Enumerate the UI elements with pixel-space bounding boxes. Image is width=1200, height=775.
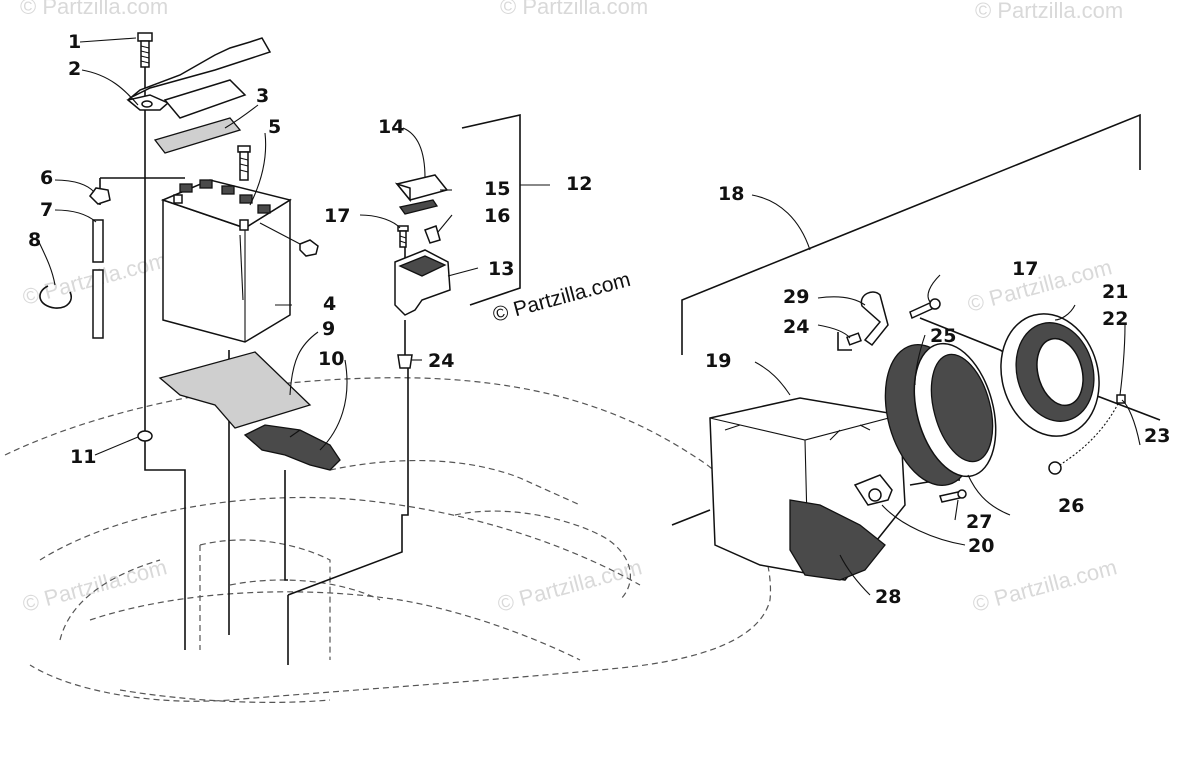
left-assembly-lines (99, 35, 521, 665)
watermark-text: © Partzilla.com (975, 0, 1123, 23)
callout-28: 28 (875, 586, 901, 608)
retaining-chain (1048, 394, 1126, 475)
callout-19: 19 (705, 350, 731, 372)
vent-tube (39, 187, 111, 339)
terminal-boot (243, 424, 341, 471)
callout-4: 4 (323, 293, 336, 315)
callout-6: 6 (40, 167, 53, 189)
bulb-socket (853, 474, 893, 506)
callout-18: 18 (718, 183, 744, 205)
callout-10: 10 (318, 348, 344, 370)
callout-14: 14 (378, 116, 404, 138)
callout-23: 23 (1144, 425, 1170, 447)
callout-8: 8 (28, 229, 41, 251)
callout-21: 21 (1102, 281, 1128, 303)
callout-24a: 24 (783, 316, 809, 338)
callout-5: 5 (268, 116, 281, 138)
callout-1: 1 (68, 31, 81, 53)
grommet (137, 430, 153, 442)
callout-17a: 17 (324, 205, 350, 227)
watermark-text: © Partzilla.com (495, 554, 645, 617)
callout-22: 22 (1102, 308, 1128, 330)
callout-15: 15 (484, 178, 510, 200)
callout-labels: 1 2 3 4 5 6 7 8 9 10 11 12 13 14 15 16 1… (28, 31, 1170, 608)
callout-17b: 17 (1012, 258, 1038, 280)
callout-20: 20 (968, 535, 994, 557)
callout-7: 7 (40, 199, 53, 221)
callout-29: 29 (783, 286, 809, 308)
callout-12: 12 (566, 173, 592, 195)
callout-16: 16 (484, 205, 510, 227)
battery-pad (153, 117, 242, 154)
terminal-bolt (237, 145, 319, 257)
fuse-components (394, 174, 449, 244)
callout-25: 25 (930, 325, 956, 347)
callout-9: 9 (322, 318, 335, 340)
headlamp-reflector (1000, 313, 1100, 437)
callout-2: 2 (68, 58, 81, 80)
headlight-ring (884, 342, 997, 487)
screw (397, 225, 409, 248)
battery (160, 179, 292, 343)
watermark-text: © Partzilla.com (965, 254, 1115, 317)
callout-24b: 24 (428, 350, 454, 372)
callout-27: 27 (966, 511, 992, 533)
clamp-hardware (846, 291, 967, 503)
callout-3: 3 (256, 85, 269, 107)
callout-26: 26 (1058, 495, 1084, 517)
cover-gasket (789, 499, 886, 581)
leader-lines (37, 37, 1141, 596)
fuse-box (394, 249, 451, 316)
vehicle-body-outline (4, 377, 772, 703)
battery-tray (158, 351, 312, 429)
callout-11: 11 (70, 446, 96, 468)
bolt-part (137, 32, 153, 68)
watermark-text: © Partzilla.com (970, 554, 1120, 617)
callout-13: 13 (488, 258, 514, 280)
spacer (397, 354, 413, 369)
battery-strap-bracket (126, 37, 272, 119)
watermark-text: © Partzilla.com (20, 0, 168, 19)
watermark-text: © Partzilla.com (500, 0, 648, 19)
